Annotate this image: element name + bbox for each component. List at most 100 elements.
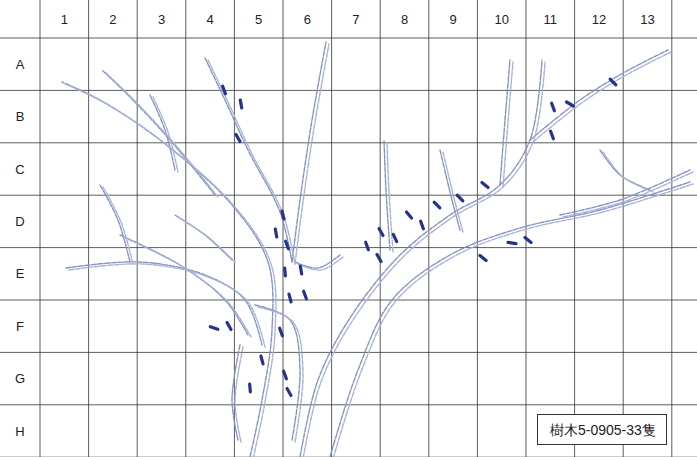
branch-stroke — [443, 152, 463, 232]
insect-mark — [284, 371, 287, 379]
branch-stroke — [150, 95, 175, 170]
insect-mark — [567, 102, 574, 106]
branch-stroke — [298, 257, 343, 270]
insect-mark — [525, 237, 531, 242]
branch-stroke — [563, 172, 693, 217]
grid-line — [331, 0, 332, 457]
insect-mark — [227, 323, 231, 330]
branch-stroke — [295, 44, 329, 264]
insect-mark — [304, 291, 307, 299]
insect-mark — [280, 328, 283, 336]
branch-stroke — [102, 70, 215, 195]
branch-stroke — [503, 62, 513, 187]
insect-mark — [275, 229, 276, 237]
insect-mark — [286, 241, 289, 249]
branch-stroke — [178, 217, 235, 262]
grid-line — [0, 404, 697, 405]
insect-mark — [300, 266, 301, 274]
column-number: 13 — [640, 13, 654, 26]
tree-branches — [62, 42, 693, 457]
branch-stroke — [440, 150, 460, 230]
column-number: 3 — [158, 13, 165, 26]
column-number: 12 — [592, 13, 606, 26]
branch-stroke — [69, 264, 265, 347]
insect-marks — [210, 79, 616, 395]
grid-line — [0, 195, 697, 196]
branch-stroke — [65, 84, 276, 457]
branch-stroke — [235, 347, 243, 442]
insect-mark — [282, 211, 284, 219]
branch-stroke — [205, 58, 292, 262]
insect-mark — [240, 100, 241, 108]
grid-line — [671, 0, 672, 457]
sheet-label: 樹木5-0905-33隻 — [550, 422, 654, 439]
column-number: 1 — [61, 13, 68, 26]
grid-line — [137, 0, 138, 457]
grid-line — [428, 0, 429, 457]
column-number: 10 — [494, 13, 508, 26]
grid-line — [0, 247, 697, 248]
branch-stroke — [123, 237, 251, 337]
row-letter: D — [15, 215, 24, 228]
column-number: 5 — [255, 13, 262, 26]
row-letter: G — [15, 372, 25, 385]
insect-mark — [366, 242, 369, 250]
grid-line — [0, 300, 697, 301]
grid-line — [185, 0, 186, 457]
insect-mark — [223, 86, 226, 94]
branch-stroke — [175, 215, 232, 260]
insect-mark — [287, 389, 291, 396]
insect-mark — [421, 221, 424, 229]
column-number: 11 — [544, 13, 558, 26]
insect-mark — [610, 79, 616, 85]
branch-stroke — [153, 97, 178, 172]
insect-mark — [261, 356, 263, 364]
branch-stroke — [208, 60, 295, 264]
branch-stroke — [533, 52, 671, 142]
insect-mark — [393, 234, 396, 241]
column-number: 9 — [449, 13, 456, 26]
grid-line — [623, 0, 624, 457]
column-number: 8 — [401, 13, 408, 26]
column-number: 2 — [109, 13, 116, 26]
branch-stroke — [105, 72, 218, 197]
branch-stroke — [120, 235, 248, 335]
column-number: 7 — [352, 13, 359, 26]
branch-stroke — [603, 152, 653, 192]
branch-stroke — [62, 82, 273, 457]
insect-mark — [289, 294, 291, 302]
insect-mark — [480, 255, 486, 260]
grid-line — [0, 142, 697, 143]
row-letter: E — [16, 267, 25, 280]
label-box: 樹木5-0905-33隻 — [537, 414, 667, 445]
branch-stroke — [258, 307, 303, 442]
grid-line — [574, 0, 575, 457]
insect-mark — [236, 135, 240, 142]
insect-mark — [482, 182, 488, 187]
row-letter: H — [15, 425, 24, 438]
insect-mark — [434, 202, 440, 208]
insect-mark — [248, 384, 252, 392]
branch-stroke — [66, 262, 262, 345]
branch-stroke — [100, 185, 130, 262]
insect-mark — [508, 242, 516, 243]
insect-mark — [551, 131, 554, 139]
insect-mark — [210, 327, 218, 330]
grid-line — [88, 0, 89, 457]
branch-stroke — [560, 170, 690, 215]
grid-line — [0, 352, 697, 353]
column-number: 4 — [206, 13, 213, 26]
row-letter: F — [16, 320, 24, 333]
branch-stroke — [330, 182, 690, 457]
column-number: 6 — [304, 13, 311, 26]
row-letter: B — [16, 110, 25, 123]
insect-mark — [457, 195, 463, 201]
grid-line — [40, 0, 41, 457]
insect-mark — [379, 229, 383, 236]
branch-stroke — [103, 187, 133, 264]
branch-stroke — [333, 184, 693, 457]
